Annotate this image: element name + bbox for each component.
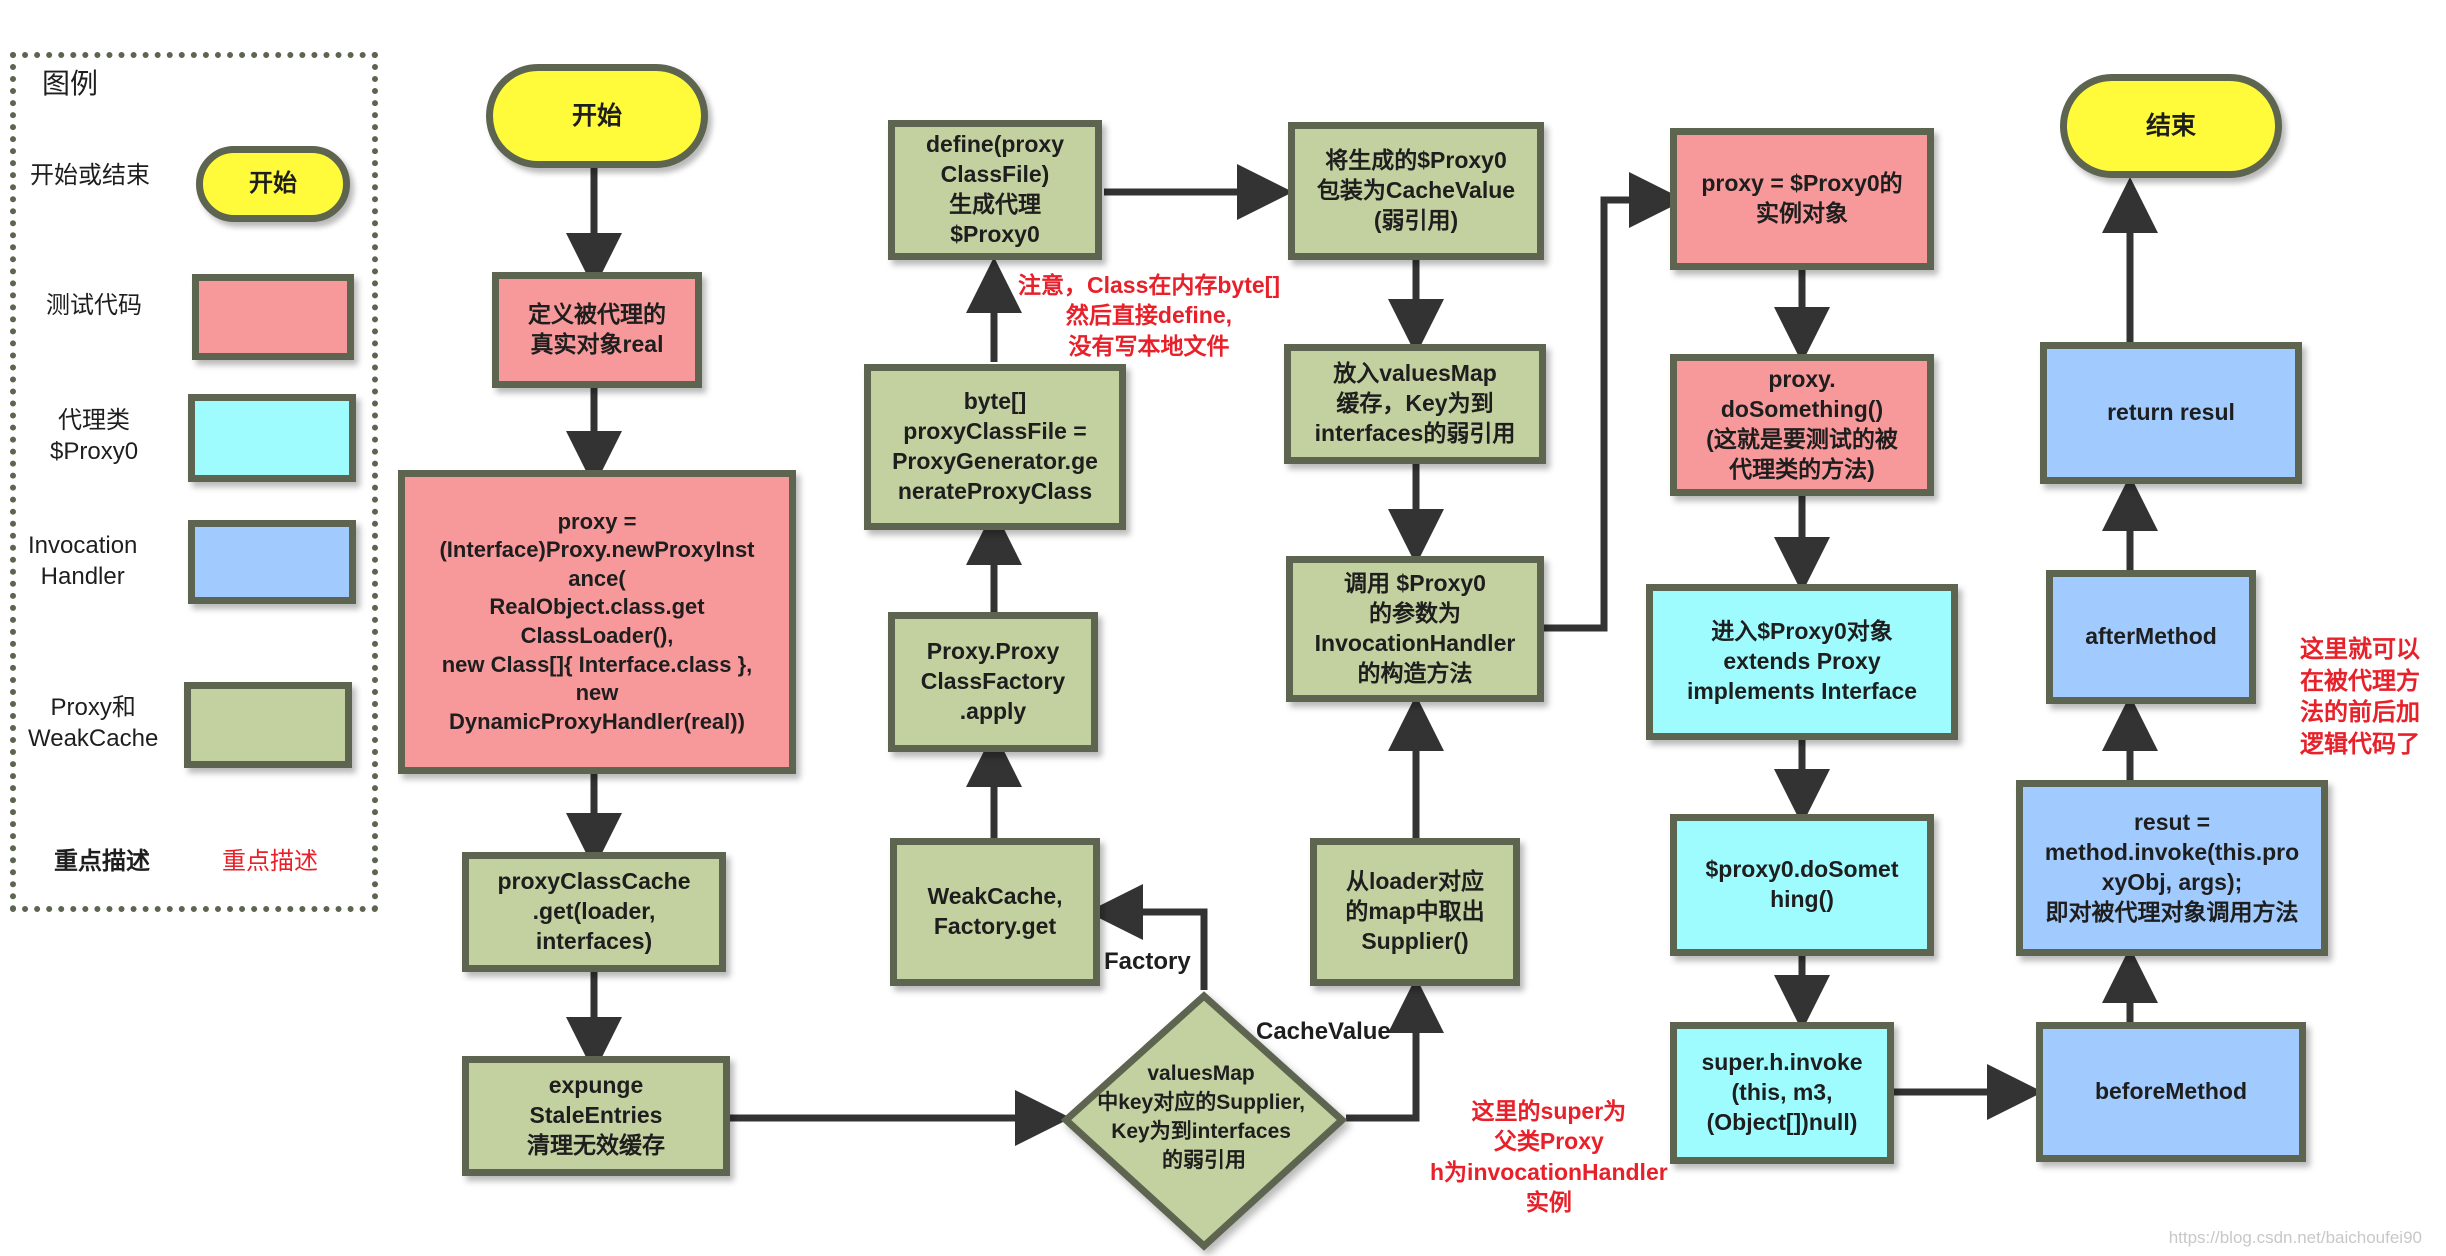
node-super-invoke: super.h.invoke (this, m3, (Object[])null… [1670, 1022, 1894, 1164]
legend-label-highlight: 重点描述 [54, 848, 150, 875]
legend-sample-highlight: 重点描述 [222, 848, 318, 875]
arrow-valuesmap-to-supplier [1346, 977, 1444, 1122]
node-enter-proxy0: 进入$Proxy0对象 extends Proxy implements Int… [1646, 584, 1958, 740]
node-resut: resut = method.invoke(this.pro xyObj, ar… [2016, 780, 2328, 956]
node-put-valuesmap: 放入valuesMap 缓存，Key为到 interfaces的弱引用 [1284, 344, 1546, 464]
legend-sample-invocation-handler [188, 520, 356, 604]
valuesmap-line-1: valuesMap [1147, 1062, 1254, 1085]
node-wrap-cachevalue: 将生成的$Proxy0 包装为CacheValue (弱引用) [1288, 122, 1544, 260]
valuesmap-line-4: 的弱引用 [1162, 1148, 1246, 1172]
node-generate: byte[] proxyClassFile = ProxyGenerator.g… [864, 364, 1126, 530]
edge-label-factory: Factory [1104, 948, 1191, 975]
legend-sample-proxy-class [188, 394, 356, 482]
node-start: 开始 [486, 64, 708, 168]
node-proxy0-dosomething: $proxy0.doSomet hing() [1670, 814, 1934, 956]
node-return: return resul [2040, 342, 2302, 484]
legend-frame [10, 52, 378, 912]
legend-sample-test-code [192, 274, 354, 360]
node-factory-apply: Proxy.Proxy ClassFactory .apply [888, 612, 1098, 752]
node-new-proxy: proxy = (Interface)Proxy.newProxyInst an… [398, 470, 796, 774]
valuesmap-diamond [1060, 991, 1348, 1251]
node-before-method: beforeMethod [2036, 1022, 2306, 1162]
legend-sample-terminal: 开始 [196, 146, 350, 222]
note-super-proxy: 这里的super为 父类Proxy h为invocationHandler 实例 [1430, 1098, 1668, 1216]
node-invoke-constructor: 调用 $Proxy0 的参数为 InvocationHandler 的构造方法 [1286, 556, 1544, 702]
legend-label-test-code: 测试代码 [46, 292, 142, 319]
node-weakcache-get: WeakCache, Factory.get [890, 838, 1100, 986]
arrow-invoke-to-instance [1544, 172, 1685, 632]
valuesmap-diamond-label: valuesMap 中key对应的Supplier, Key为到interfac… [1097, 1062, 1311, 1172]
node-get-supplier: 从loader对应 的map中取出 Supplier() [1310, 838, 1520, 986]
legend-title: 图例 [42, 68, 99, 99]
node-after-method: afterMethod [2046, 570, 2256, 704]
valuesmap-line-2: 中key对应的Supplier, [1097, 1090, 1305, 1114]
node-define-real: 定义被代理的 真实对象real [492, 272, 702, 388]
legend-sample-proxy-weakcache [184, 682, 352, 768]
node-expunge: expunge StaleEntries 清理无效缓存 [462, 1056, 730, 1176]
edge-label-cachevalue: CacheValue [1256, 1018, 1391, 1045]
legend-label-terminal: 开始或结束 [30, 162, 150, 189]
legend-label-proxy-class: 代理类 $Proxy0 [50, 407, 139, 466]
note-class-in-memory: 注意，Class在内存byte[] 然后直接define, 没有写本地文件 [1018, 272, 1280, 359]
watermark: https://blog.csdn.net/baichoufei90 [2168, 1228, 2422, 1247]
node-do-something: proxy. doSomething() (这就是要测试的被 代理类的方法) [1670, 354, 1934, 496]
node-define-class: define(proxy ClassFile) 生成代理 $Proxy0 [888, 120, 1102, 260]
arrow-valuesmap-to-weakcache [1087, 884, 1208, 990]
node-cache-get: proxyClassCache .get(loader, interfaces) [462, 852, 726, 972]
valuesmap-line-3: Key为到interfaces [1111, 1120, 1291, 1143]
node-proxy-instance: proxy = $Proxy0的 实例对象 [1670, 128, 1934, 270]
legend-label-invocation-handler: Invocation Handler [28, 532, 138, 591]
legend-label-proxy-weakcache: Proxy和 WeakCache [28, 694, 159, 753]
note-logic-code: 这里就可以 在被代理方 法的前后加 逻辑代码了 [2300, 636, 2420, 759]
node-end: 结束 [2060, 74, 2282, 178]
